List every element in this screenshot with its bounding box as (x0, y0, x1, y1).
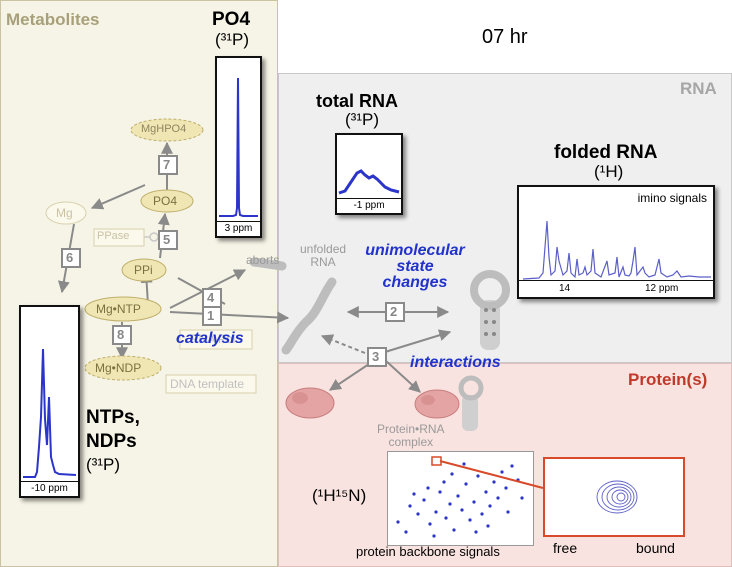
node-unfolded-rna: unfolded RNA (300, 242, 347, 269)
folded-rna-shape (470, 270, 510, 350)
protein-shapes (285, 375, 484, 431)
step-3: 3 (372, 349, 380, 364)
ntp-title-line1: NTPs, (86, 407, 140, 428)
hsqc-caption: protein backbone signals (356, 544, 500, 559)
node-mg-ndp: Mg•NDP (95, 361, 142, 375)
tick-12: 12 ppm (645, 283, 679, 294)
folded-rna-spectrum: imino signals 14 12 ppm (517, 185, 715, 299)
node-mghpo4: MgHPO4 (141, 123, 187, 135)
step-1: 1 (207, 308, 215, 323)
hsqc-zoom-box (543, 457, 685, 537)
unfolded-rna-shape (249, 257, 337, 355)
node-mg-ntp: Mg•NTP (96, 302, 141, 316)
protein-title: Protein(s) (628, 370, 708, 389)
total-rna-spectrum: -1 ppm (335, 133, 403, 215)
ntp-nucleus: (³¹P) (86, 455, 120, 474)
step-2: 2 (390, 304, 398, 319)
rna-title: RNA (680, 79, 717, 98)
node-po4: PO4 (153, 194, 178, 208)
po4-title: PO4 (212, 9, 251, 30)
process-unimolecular: unimolecular state changes (365, 242, 465, 291)
step-5: 5 (163, 232, 171, 247)
node-mg: Mg (56, 206, 73, 220)
folded-rna-axis: 14 12 ppm (519, 280, 713, 297)
process-catalysis: catalysis (176, 330, 244, 347)
node-aborts: aborts (246, 253, 280, 267)
step-7: 7 (163, 157, 171, 172)
node-protein-rna-complex: Protein•RNA complex (377, 422, 445, 449)
node-ppase: PPase (97, 230, 130, 242)
node-dna-template: DNA template (170, 377, 245, 391)
folded-rna-nucleus: (¹H) (594, 162, 624, 181)
step-4: 4 (207, 290, 215, 305)
step-6: 6 (66, 250, 74, 265)
imino-signals-label: imino signals (637, 191, 707, 205)
po4-axis-label: 3 ppm (217, 221, 260, 236)
total-rna-title: total RNA (316, 91, 398, 111)
ntp-spectrum: -10 ppm (19, 305, 80, 498)
po4-spectrum: 3 ppm (215, 56, 262, 238)
zoom-free-label: free (553, 540, 578, 556)
time-label: 07 hr (482, 26, 528, 48)
metabolites-title: Metabolites (6, 10, 100, 29)
total-rna-nucleus: (³¹P) (345, 110, 379, 129)
total-rna-axis-label: -1 ppm (337, 198, 401, 213)
process-interactions: interactions (410, 354, 501, 371)
po4-nucleus: (³¹P) (215, 30, 249, 49)
zoom-bound-label: bound (636, 540, 675, 556)
folded-rna-title: folded RNA (554, 142, 658, 163)
node-ppi: PPi (134, 263, 153, 277)
hsqc-nucleus: (¹H¹⁵N) (312, 486, 367, 505)
hsqc-spectrum (387, 451, 534, 546)
tick-14: 14 (559, 283, 571, 294)
node-rna-pol: RNA Pol (190, 332, 236, 346)
ntp-axis-label: -10 ppm (21, 481, 78, 496)
step-8: 8 (117, 327, 125, 342)
ntp-title-line2: NDPs (86, 431, 137, 452)
metabolite-nodes (45, 118, 257, 394)
step-boxes (61, 155, 405, 367)
